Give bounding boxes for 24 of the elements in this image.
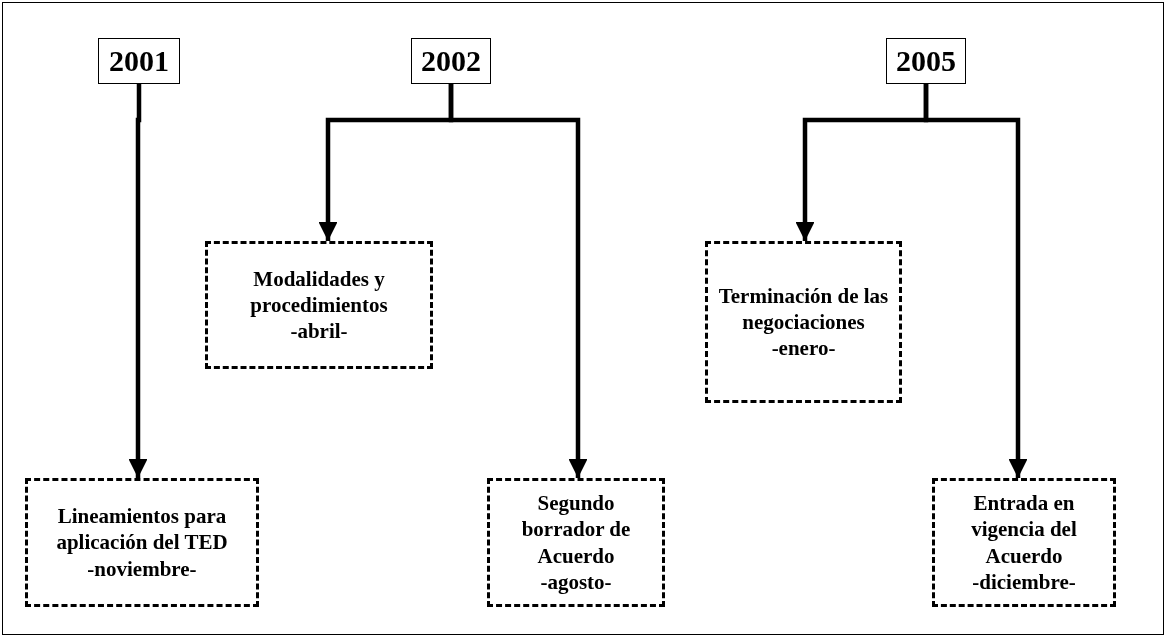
arrow [448,84,588,478]
year-box [886,38,966,84]
event-title: Modalidades y procedimientos [249,265,389,319]
event-title: Lineamientos para aplicación del TED [55,503,229,556]
month-label: -agosto- [540,568,612,595]
event-box [705,241,902,403]
event-box [932,478,1116,607]
month-label: -noviembre- [87,555,197,582]
arrow [923,84,1028,478]
event-box [205,241,433,369]
month-label: -abril- [290,318,348,345]
arrow [128,84,148,478]
year-label: 2005 [896,44,956,78]
event-box [25,478,259,607]
event-title: Segundo borrador de Acuerdo [520,490,632,569]
event-box [487,478,665,607]
month-label: -enero- [771,335,836,362]
year-label: 2002 [421,44,481,78]
year-box [411,38,491,84]
month-label: -diciembre- [972,568,1076,595]
event-title: Terminación de las negociaciones [717,282,890,336]
event-title: Entrada en vigencia del Acuerdo [970,490,1078,569]
year-box [98,38,180,84]
year-label: 2001 [109,44,169,78]
